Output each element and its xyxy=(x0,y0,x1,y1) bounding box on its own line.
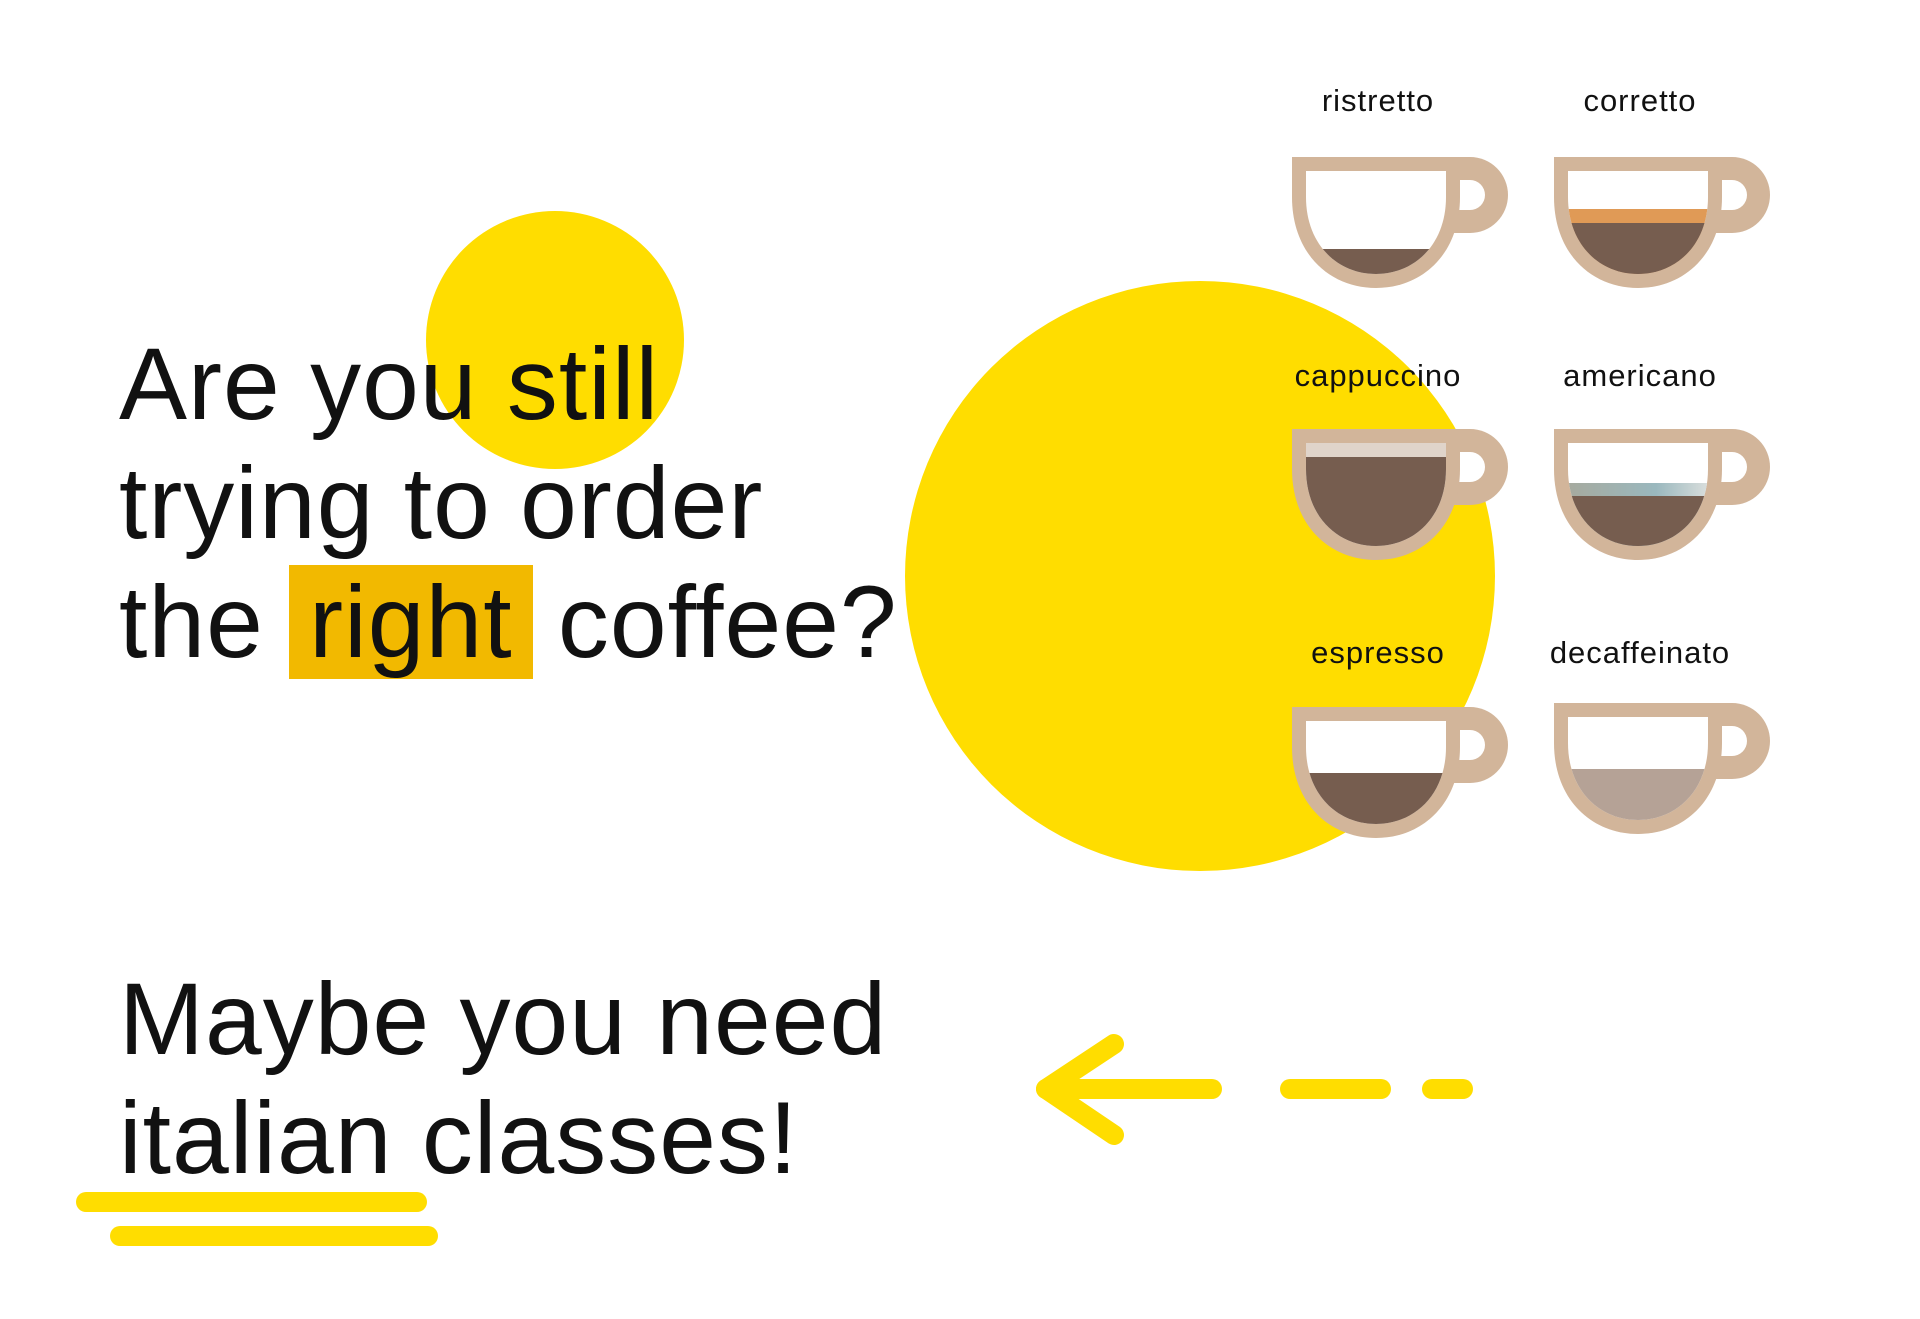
headline-text: coffee? xyxy=(528,565,898,679)
underline-stroke-1 xyxy=(76,1192,427,1212)
drink-label-corretto: corretto xyxy=(1583,83,1697,118)
cup-icon-ristretto xyxy=(1292,157,1508,288)
cup-icon-decaffeinato xyxy=(1554,703,1770,834)
drink-label-decaffeinato: decaffeinato xyxy=(1549,635,1731,670)
cup-icon-espresso xyxy=(1292,707,1508,838)
cup-icon-americano xyxy=(1554,429,1770,560)
small-yellow-circle xyxy=(426,211,684,469)
headline: Are you still trying to order the right … xyxy=(119,325,898,682)
cup-inside xyxy=(1306,171,1446,274)
subheadline-line-1: Maybe you need xyxy=(119,962,888,1076)
drink-label-cappuccino: cappuccino xyxy=(1294,358,1462,393)
subheadline: Maybe you need italian classes! xyxy=(119,960,887,1198)
subheadline-line-2: italian classes! xyxy=(119,1081,799,1195)
headline-line-1: Are you still xyxy=(119,327,660,441)
cup-handle-hole xyxy=(1714,726,1747,756)
underline-stroke-2 xyxy=(110,1226,438,1246)
headline-line-2: trying to order xyxy=(119,446,764,560)
drink-label-ristretto: ristretto xyxy=(1321,83,1435,118)
drink-label-espresso: espresso xyxy=(1311,635,1445,670)
cup-handle-hole xyxy=(1452,180,1485,210)
headline-line-3: the right coffee? xyxy=(119,563,898,682)
drink-label-americano: americano xyxy=(1563,358,1717,393)
cup-handle-hole xyxy=(1714,452,1747,482)
cup-icon-cappuccino xyxy=(1292,429,1508,560)
liquid-layer xyxy=(1306,457,1446,546)
cup-handle-hole xyxy=(1452,730,1485,760)
cup-handle-hole xyxy=(1452,452,1485,482)
cup-icon-corretto xyxy=(1554,157,1770,288)
cup-handle-hole xyxy=(1714,180,1747,210)
headline-text: the xyxy=(119,565,294,679)
highlighted-word: right xyxy=(289,565,533,679)
